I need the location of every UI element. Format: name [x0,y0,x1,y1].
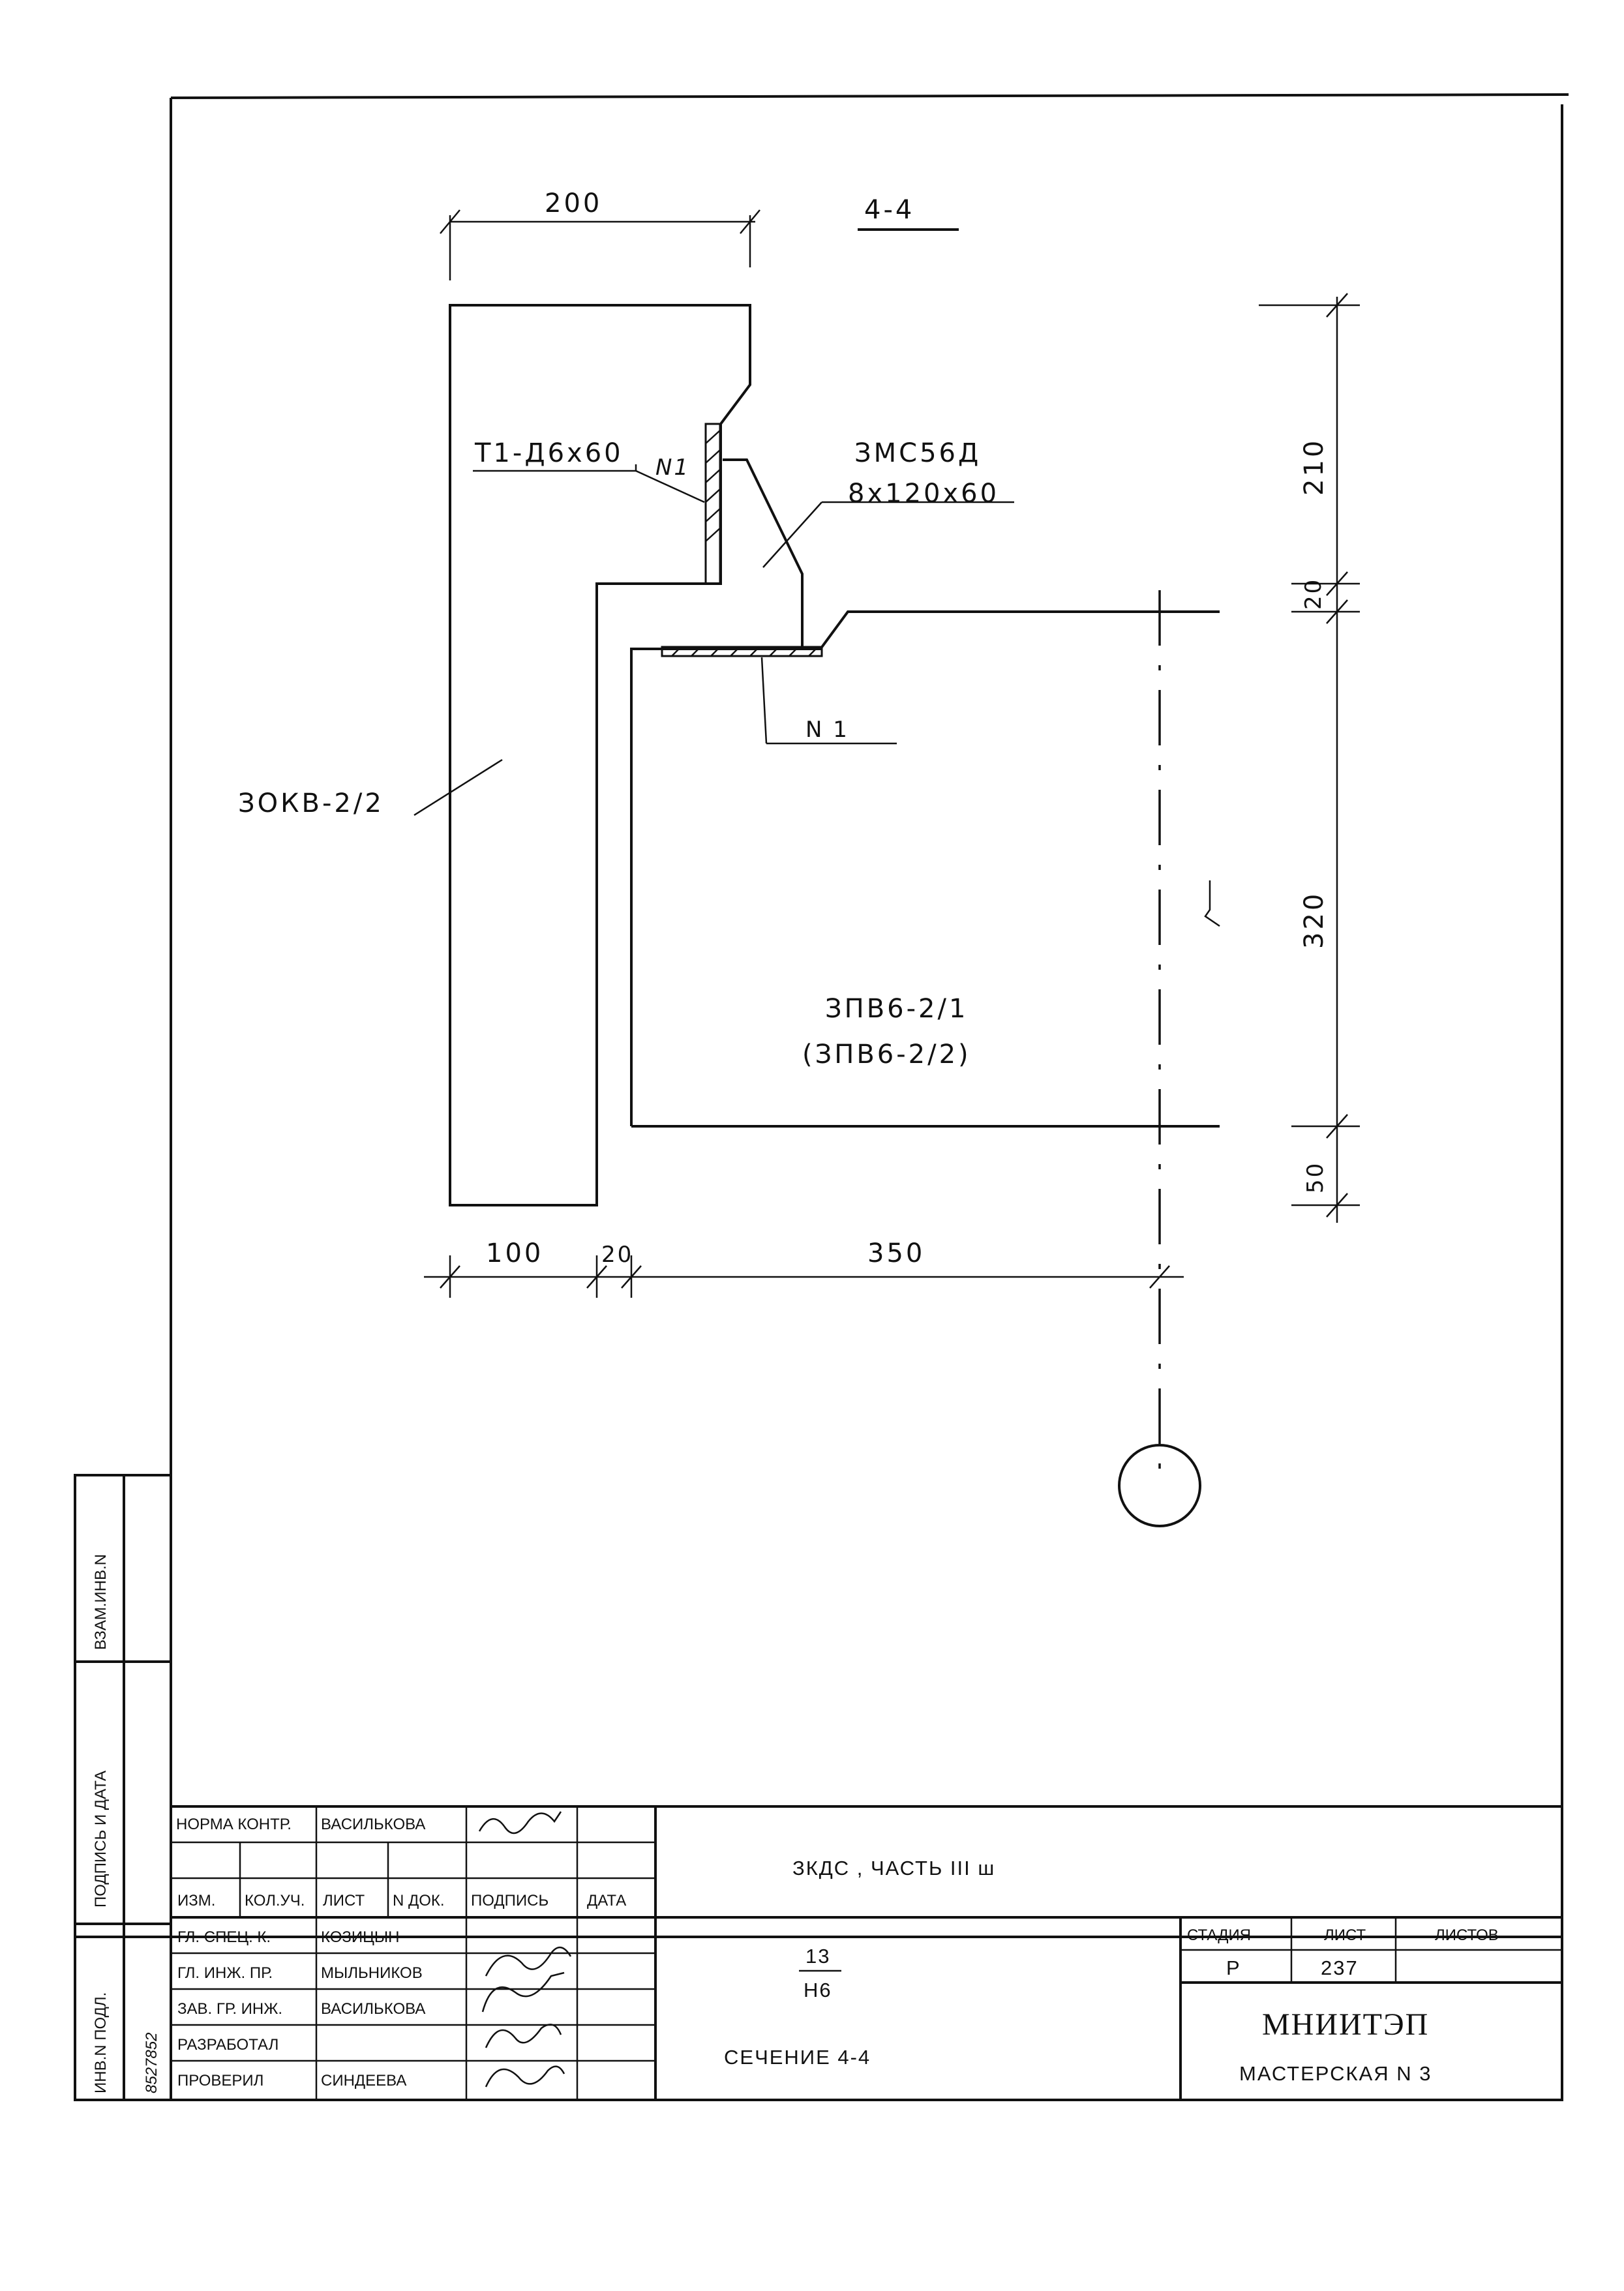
sheets-label: ЛИСТОВ [1435,1926,1499,1944]
header-list: ЛИСТ [323,1892,365,1909]
dim-top-value: 200 [545,188,602,218]
header-podpis: ПОДПИСЬ [471,1892,549,1909]
dim-bottom [424,1255,1184,1298]
dim-bottom-100: 100 [486,1238,543,1268]
sheet-label: ЛИСТ [1324,1926,1366,1944]
workshop-name: МАСТЕРСКАЯ N 3 [1239,2062,1432,2085]
role-1-name: МЫЛЬНИКОВ [321,1964,423,1982]
section-title: 4-4 [864,195,914,225]
header-data: ДАТА [587,1892,626,1909]
role-4-name: СИНДЕЕВА [321,2072,406,2089]
role-0: ГЛ. СПЕЦ. К. [177,1928,271,1946]
axis-marker-circle [1118,1444,1201,1527]
role-1: ГЛ. ИНЖ. ПР. [177,1964,273,1982]
dim-bottom-20: 20 [601,1242,633,1268]
dim-top [440,209,760,280]
anchor-hatch [705,430,721,542]
title-block-grid [170,1805,1563,2101]
sheet-title: СЕЧЕНИЕ 4-4 [724,2046,871,2069]
weld-leader [760,657,897,745]
side-stamp [74,1474,172,1938]
column-leader [414,758,503,816]
plate-leader [762,501,1014,568]
side-stamp-inv-number: 8527852 [143,2033,160,2093]
role-2-name: ВАСИЛЬКОВА [321,2000,425,2018]
norm-control-label: НОРМА КОНТР. [176,1816,292,1833]
support-plate-hatched [661,646,823,657]
weld-n1-label: N 1 [805,717,849,743]
dim-bottom-350: 350 [867,1238,925,1268]
role-3: РАЗРАБОТАЛ [177,2036,278,2054]
header-izm: ИЗМ. [177,1892,215,1909]
side-stamp-sign-date: ПОДПИСЬ И ДАТА [92,1771,110,1908]
dim-right-20: 20 [1301,578,1327,610]
signatures [478,1811,572,2088]
role-0-name: КОЗИЦЫН [321,1928,399,1946]
anchor-plate-hatched [704,423,721,585]
stage-value: Р [1226,1956,1241,1979]
norm-control-name: ВАСИЛЬКОВА [321,1816,425,1833]
support-hatch [671,646,819,657]
break-mark [1204,880,1220,927]
column-mark-label: ЗОКВ-2/2 [238,788,384,818]
stage-label: СТАДИЯ [1187,1926,1251,1944]
steel-plate [723,458,804,649]
sheet-value: 237 [1321,1956,1359,1979]
slab-outline [630,610,1220,1126]
header-n-dok: N ДОК. [393,1892,445,1909]
side-stamp-inv-podl: ИНВ.N ПОДЛ. [92,1992,110,2093]
dim-right-320: 320 [1299,891,1329,949]
dim-right [1259,293,1360,1223]
dim-right-210: 210 [1299,438,1329,496]
slab-mark-label: ЗПВ6-2/1 [825,994,968,1024]
org-name: МНИИТЭП [1262,2007,1429,2042]
dim-right-50: 50 [1302,1161,1329,1193]
role-4: ПРОВЕРИЛ [177,2072,263,2089]
node-top: 13 [805,1945,830,1968]
weld-n1-top-label: N1 [655,455,690,481]
slab-mark-alt-label: (ЗПВ6-2/2) [802,1040,971,1070]
side-stamp-vzam: ВЗАМ.ИНВ.N [92,1554,110,1650]
role-2: ЗАВ. ГР. ИНЖ. [177,2000,282,2018]
plate-size-label: 8х120х60 [848,479,999,509]
anchor-label: Т1-Д6х60 [474,438,624,468]
header-kol-uch: КОЛ.УЧ. [245,1892,305,1909]
plate-mark-label: ЗМС56Д [854,438,981,468]
anchor-leader [473,464,705,503]
node-bottom: Н6 [804,1979,832,2001]
project-title: ЗКДС , ЧАСТЬ III ш [792,1857,995,1879]
